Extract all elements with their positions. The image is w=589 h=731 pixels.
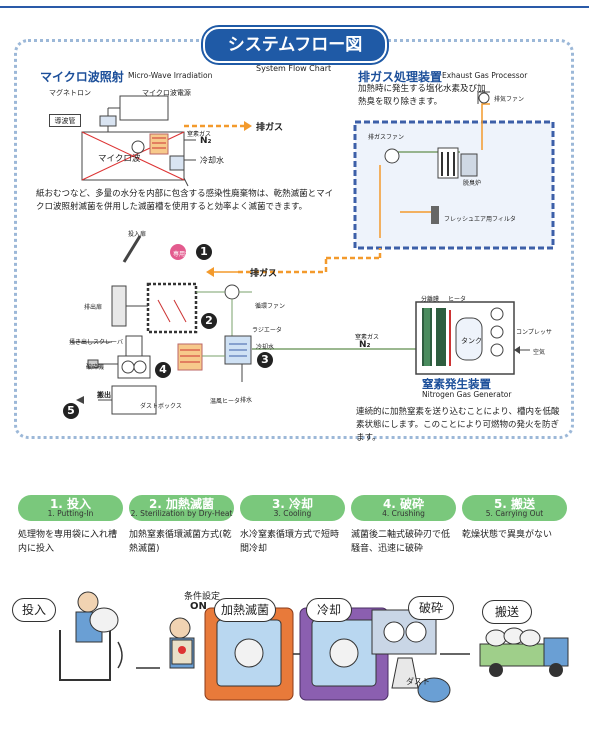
step-1-title: 1. 投入	[49, 497, 92, 511]
page-title: システムフロー図	[203, 27, 387, 63]
step-3-pill: 3. 冷却	[240, 495, 345, 521]
step-marker-1: 1	[196, 244, 212, 260]
bubble-condition: 条件設定	[184, 592, 221, 602]
step-5-pill: 5. 搬送	[462, 495, 567, 521]
exhaust-processor-description: 加熱時に発生する塩化水素及び加熱臭を取り除きます。	[358, 84, 486, 107]
bubble-cooling: 冷却	[306, 598, 352, 622]
dust-label: ダスト	[406, 677, 430, 686]
step-2-pill: 2. 加熱滅菌	[129, 495, 234, 521]
step-1-pill: 1. 投入	[18, 495, 123, 521]
heater-label: 温風ヒータ	[210, 398, 241, 405]
microwave-description: 紙おむつなど、多量の水分を内部に包含する感染性廃棄物は、乾熱滅菌とマイクロ波照射…	[36, 189, 334, 212]
microwave-chamber-label: マイクロ波	[98, 154, 141, 164]
nitrogen-heater-label: ヒータ	[448, 296, 467, 303]
step-4-title: 4. 破砕	[382, 497, 425, 511]
step-4-desc: 滅菌後二軸式破砕刃で低騒音、迅速に破砕	[351, 530, 451, 554]
step-marker-2: 2	[201, 313, 217, 329]
input-door-label: 投入扉	[128, 231, 147, 238]
top-rule	[0, 6, 589, 8]
step-3-en: 3. Cooling	[273, 509, 312, 518]
bag-label: 専用袋	[173, 251, 192, 258]
step-2-en: 2. Sterilization by Dry-Heat	[130, 509, 233, 518]
separator-label: 分離膜	[421, 296, 440, 303]
compressor-label: コンプレッサ	[516, 329, 552, 336]
step-1-en: 1. Putting-In	[47, 509, 94, 518]
step-marker-5: 5	[63, 403, 79, 419]
step-2-desc: 加熱窒素循環滅菌方式(乾熱滅菌)	[129, 530, 232, 554]
exhaust-processor-title: 排ガス処理装置	[358, 70, 443, 84]
nitrogen-title-en: Nitrogen Gas Generator	[422, 390, 512, 399]
step-4-en: 4. Crushing	[382, 509, 425, 518]
step-5-desc: 乾燥状態で異臭がない	[462, 530, 553, 540]
bubble-crushing: 破砕	[408, 596, 454, 620]
step-3-desc: 水冷窒素循環方式で短時間冷却	[240, 530, 340, 554]
step-4-pill: 4. 破砕	[351, 495, 456, 521]
nitrogen-title: 窒素発生装置	[422, 377, 491, 391]
step-1-desc: 処理物を専用袋に入れ槽内に投入	[18, 530, 118, 554]
exhaust-fan-label: 排気ファン	[494, 96, 525, 103]
process-cooling-label: 冷却水	[256, 344, 275, 351]
microwave-n2-label: N₂	[200, 136, 212, 146]
microwave-title: マイクロ波照射	[40, 70, 124, 84]
step-marker-4: 4	[155, 362, 171, 378]
step-5-title: 5. 搬送	[493, 497, 536, 511]
tank-label: タンク	[461, 337, 482, 345]
deodorizer-label: 脱臭炉	[463, 180, 482, 187]
exhaust-processor-title-en: Exhaust Gas Processor	[442, 71, 528, 80]
bubble-putting-in: 投入	[12, 598, 56, 622]
bubble-sterilize: 加熱滅菌	[214, 598, 276, 622]
waveguide-label: 導波管	[49, 114, 81, 127]
microwave-n2-gas-label: 窒素ガス	[187, 131, 212, 138]
carry-out-label: 搬出	[97, 391, 111, 399]
scraper-label: 掻き出しスクレーバ	[69, 339, 123, 346]
microwave-cooling-label: 冷却水	[200, 156, 224, 165]
step-2-title: 2. 加熱滅菌	[148, 497, 215, 511]
radiator-label: ラジエータ	[252, 327, 282, 334]
circulation-fan-label: 循環ファン	[255, 303, 286, 310]
outlet-door-label: 排出扉	[84, 304, 103, 311]
magnetron-label: マグネトロン	[49, 89, 91, 97]
step-5-en: 5. Carrying Out	[485, 509, 544, 518]
process-n2-label: N₂	[359, 340, 371, 350]
process-illustration	[59, 591, 569, 703]
bubble-on: ON	[190, 601, 207, 612]
dustbox-label: ダストボックス	[140, 403, 182, 410]
air-label: 空気	[533, 349, 546, 356]
bubble-carrying: 搬送	[482, 600, 532, 624]
step-3-title: 3. 冷却	[271, 497, 314, 511]
drain-label: 排水	[240, 397, 253, 404]
nitrogen-description: 連続的に加熱窒素を送り込むことにより、槽内を低酸素状態にします。このことにより可…	[356, 407, 560, 443]
gas-fan-label: 排ガスファン	[368, 134, 405, 141]
fresh-air-filter-label: フレッシュエア用フィルタ	[444, 216, 516, 223]
step-marker-3: 3	[257, 352, 273, 368]
crusher-label: 破砕機	[86, 364, 105, 371]
process-exhaust-label: 排ガス	[250, 269, 278, 279]
page-subtitle: System Flow Chart	[256, 64, 332, 73]
microwave-title-en: Micro-Wave Irradiation	[128, 71, 213, 80]
microwave-power-label: マイクロ波電源	[142, 89, 191, 97]
process-n2-gas-label: 窒素ガス	[355, 334, 380, 341]
microwave-exhaust-label: 排ガス	[256, 123, 284, 133]
